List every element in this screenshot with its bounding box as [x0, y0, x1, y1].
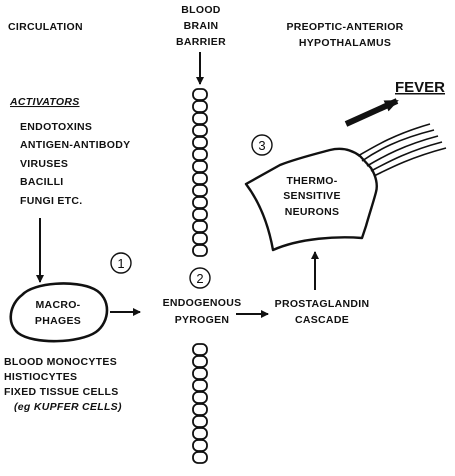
barrier-segment	[193, 404, 207, 415]
prostaglandin-line-1: PROSTAGLANDIN	[275, 298, 370, 310]
activator-item: BACILLI	[20, 176, 64, 188]
source-item: BLOOD MONOCYTES	[4, 356, 117, 368]
endogenous-pyrogen-line-2: PYROGEN	[175, 314, 230, 326]
barrier-upper	[193, 89, 207, 256]
activator-item: VIRUSES	[20, 158, 68, 170]
barrier-segment	[193, 245, 207, 256]
prostaglandin-line-2: CASCADE	[295, 314, 349, 326]
source-item: FIXED TISSUE CELLS	[4, 386, 119, 398]
header-hypothalamus-line-2: HYPOTHALAMUS	[299, 37, 391, 49]
barrier-segment	[193, 113, 207, 124]
barrier-segment	[193, 344, 207, 355]
barrier-segment	[193, 392, 207, 403]
barrier-segment	[193, 209, 207, 220]
barrier-segment	[193, 197, 207, 208]
barrier-segment	[193, 380, 207, 391]
fever-arrow	[346, 101, 397, 124]
step-3-number: 3	[258, 138, 265, 153]
macrophages-label-line-1: MACRO-	[36, 299, 81, 311]
step-2-number: 2	[196, 271, 203, 286]
barrier-segment	[193, 428, 207, 439]
barrier-segment	[193, 452, 207, 463]
header-circulation: CIRCULATION	[8, 21, 83, 33]
header-bbb-line-2: BRAIN	[184, 20, 219, 32]
macrophages-label-line-2: PHAGES	[35, 315, 81, 327]
barrier-segment	[193, 149, 207, 160]
neurons-label-line-2: SENSITIVE	[283, 190, 341, 202]
neurons-label-line-1: THERMO-	[286, 175, 337, 187]
barrier-segment	[193, 368, 207, 379]
barrier-segment	[193, 356, 207, 367]
barrier-segment	[193, 416, 207, 427]
step-1-number: 1	[117, 256, 124, 271]
barrier-segment	[193, 101, 207, 112]
barrier-segment	[193, 161, 207, 172]
activator-item: FUNGI ETC.	[20, 195, 83, 207]
header-bbb-line-3: BARRIER	[176, 36, 226, 48]
barrier-segment	[193, 137, 207, 148]
barrier-segment	[193, 125, 207, 136]
barrier-segment	[193, 221, 207, 232]
barrier-segment	[193, 185, 207, 196]
source-item: HISTIOCYTES	[4, 371, 77, 383]
neurons-label-line-3: NEURONS	[285, 206, 340, 218]
header-bbb-line-1: BLOOD	[181, 4, 221, 16]
barrier-segment	[193, 440, 207, 451]
endogenous-pyrogen-line-1: ENDOGENOUS	[163, 297, 242, 309]
activators-title: ACTIVATORS	[9, 96, 80, 108]
fever-label: FEVER	[395, 79, 445, 96]
barrier-segment	[193, 89, 207, 100]
barrier-lower	[193, 344, 207, 463]
source-item: (eg KUPFER CELLS)	[14, 401, 122, 413]
barrier-segment	[193, 173, 207, 184]
macrophages-cell	[11, 283, 107, 341]
activator-item: ENDOTOXINS	[20, 121, 92, 133]
barrier-segment	[193, 233, 207, 244]
activator-item: ANTIGEN-ANTIBODY	[20, 139, 130, 151]
header-hypothalamus-line-1: PREOPTIC-ANTERIOR	[286, 21, 403, 33]
